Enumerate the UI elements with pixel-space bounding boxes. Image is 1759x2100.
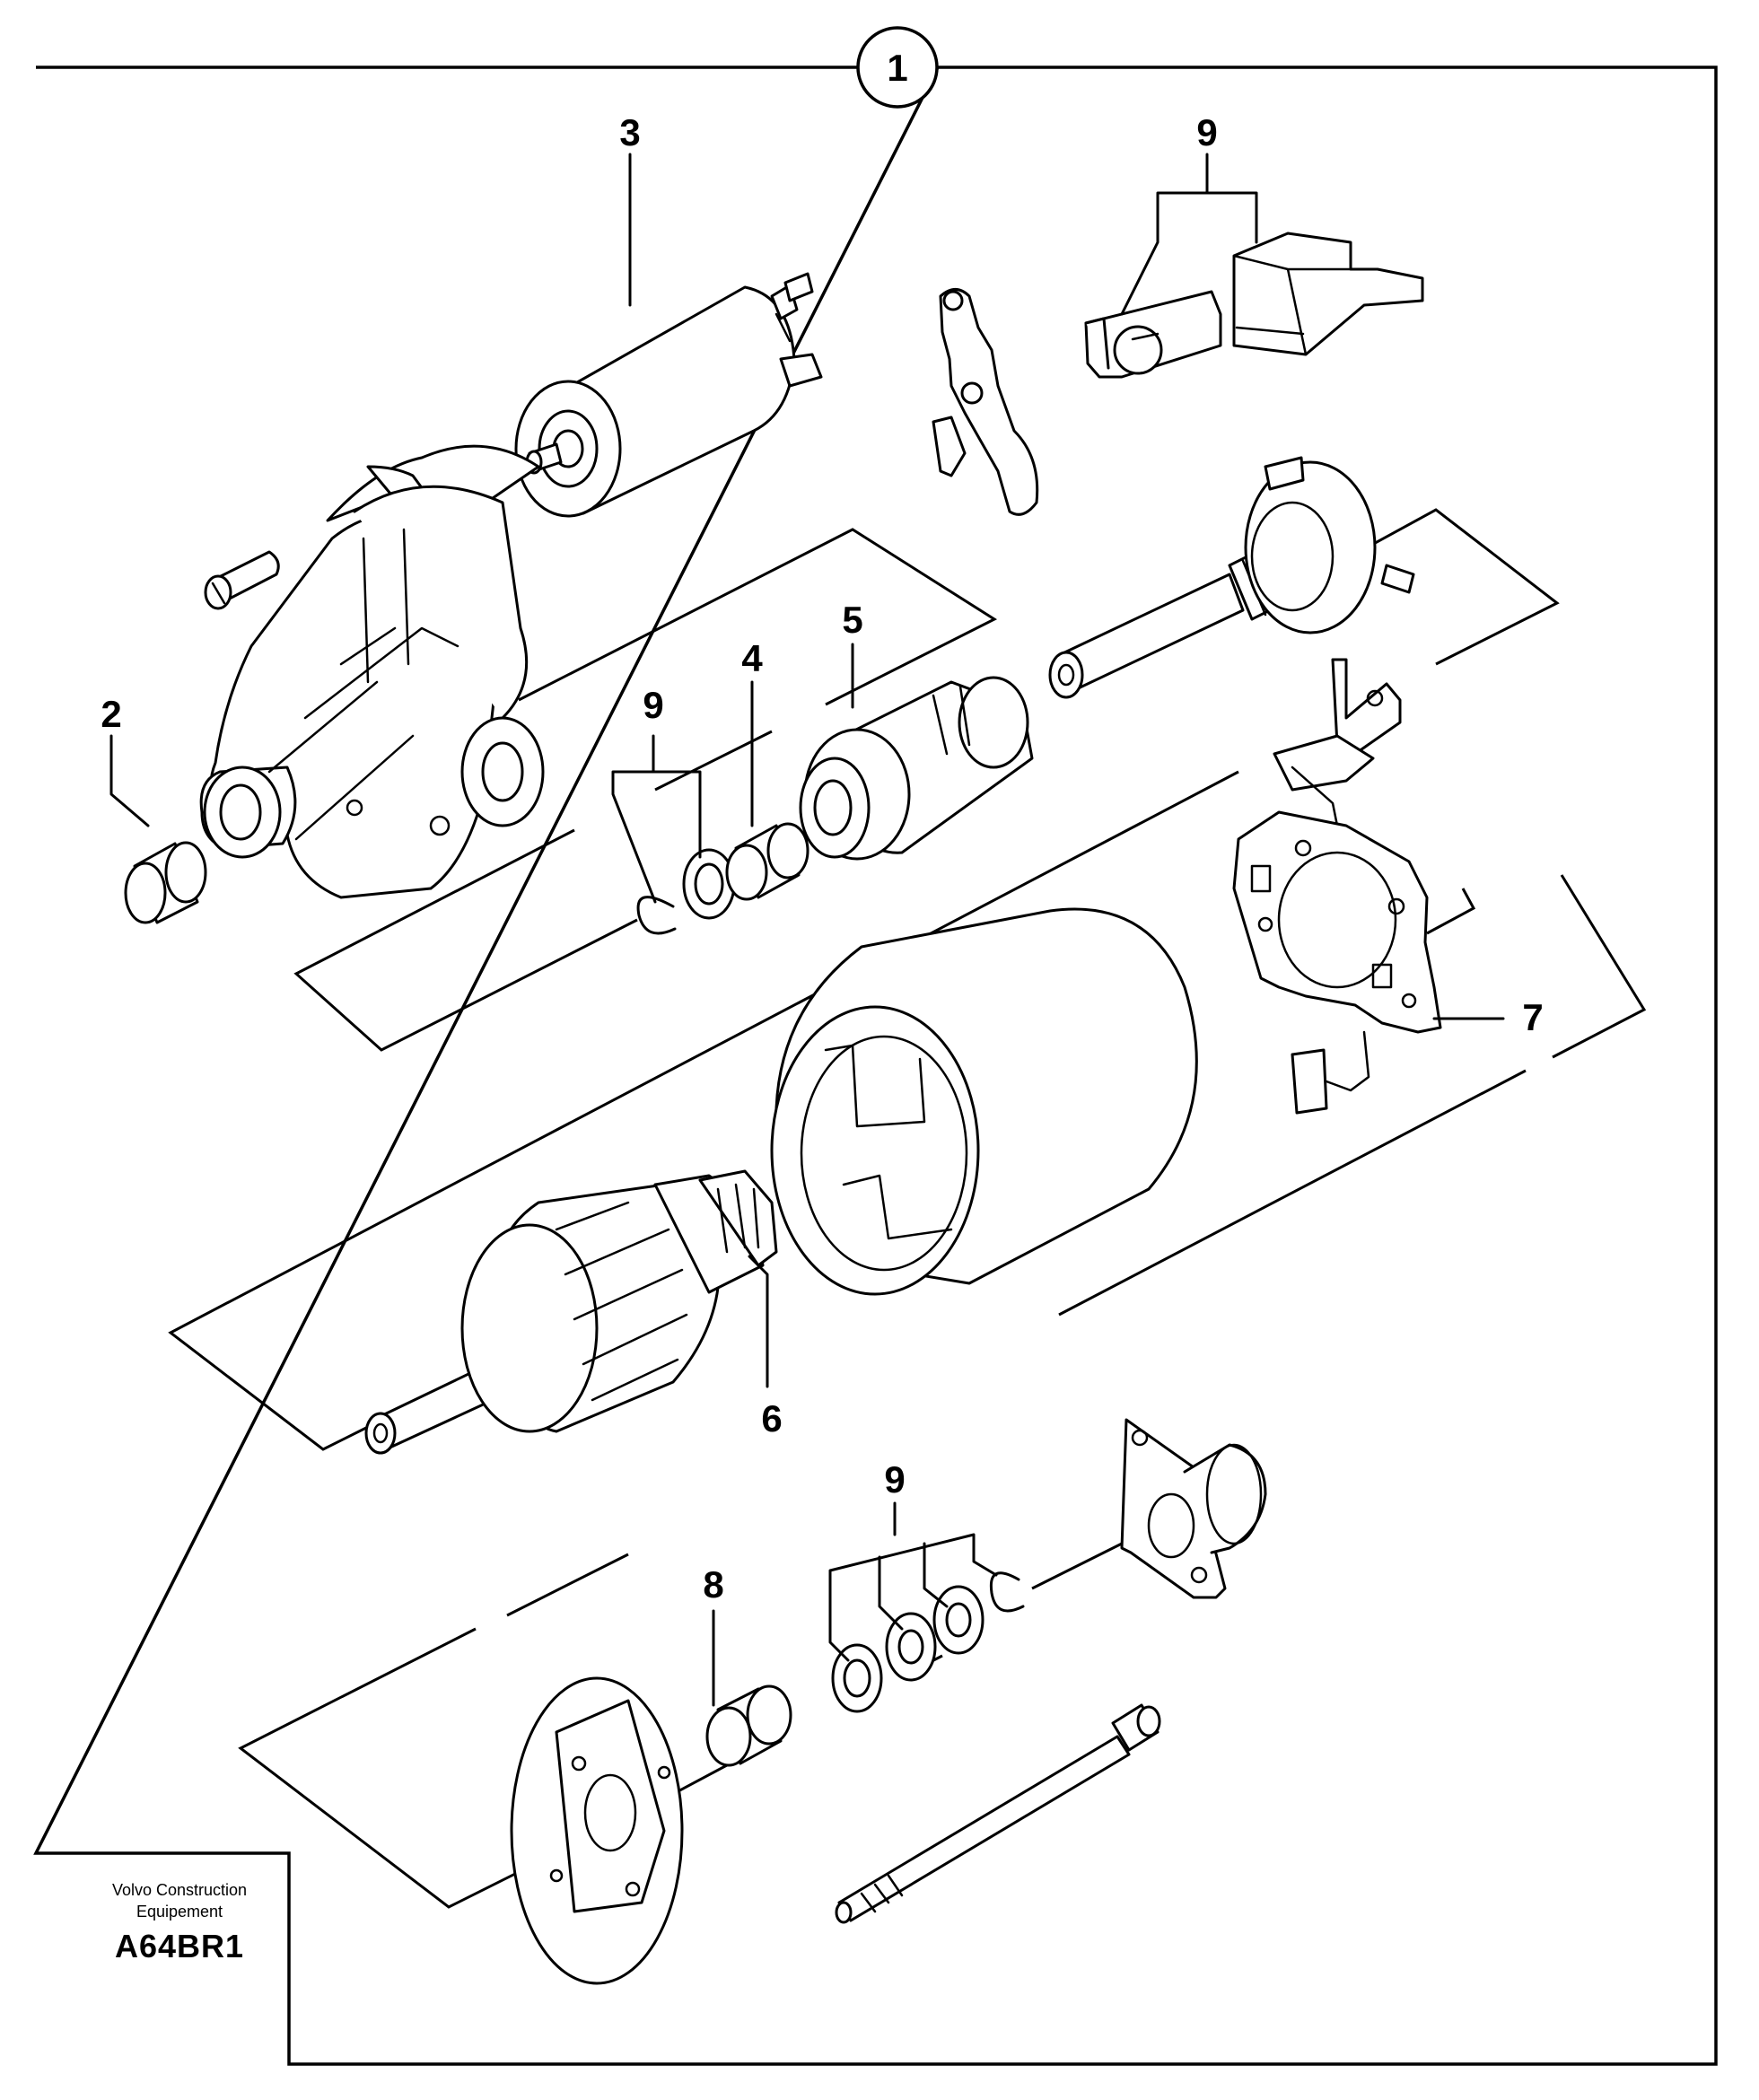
outer-frame <box>33 66 1718 2066</box>
callout-8: 8 <box>703 1563 723 1606</box>
maker-name-line2: Equipement <box>136 1903 223 1921</box>
callout-4: 4 <box>741 637 763 679</box>
callout-7: 7 <box>1522 996 1543 1038</box>
bushing-part-4 <box>725 822 809 901</box>
solenoid-part-3 <box>514 272 823 518</box>
through-bolt <box>835 1703 1161 1924</box>
pinion-part-5 <box>799 676 1034 861</box>
terminal-strap <box>1273 658 1402 827</box>
maker-name-line1: Volvo Construction <box>111 1881 248 1899</box>
brush-holder-part-7 <box>1232 810 1442 1115</box>
group-bracket-shaft <box>1350 508 1560 666</box>
bushing-part-8 <box>705 1684 792 1767</box>
leader-lines <box>109 153 1505 1707</box>
callout-9-top: 9 <box>1196 111 1217 153</box>
callout-2: 2 <box>101 693 121 735</box>
armature-part-6 <box>364 1169 778 1455</box>
assembly-callout: 1 <box>856 26 939 109</box>
assembly-callout-label: 1 <box>887 47 907 89</box>
callout-9-mid: 9 <box>643 684 663 726</box>
bushing-part-2 <box>124 841 207 924</box>
field-housing <box>770 907 1198 1296</box>
callout-9-bottom: 9 <box>884 1458 905 1501</box>
shift-lever <box>932 288 1039 516</box>
drive-end-housing <box>199 444 545 899</box>
callout-3: 3 <box>619 111 640 153</box>
housing-screw <box>204 550 280 610</box>
output-shaft <box>1048 456 1415 699</box>
ring-parts-9-mid <box>636 848 736 935</box>
callout-6: 6 <box>761 1397 782 1439</box>
group-bracket-housing <box>168 770 1647 1451</box>
end-bearing-flange <box>1120 1418 1267 1599</box>
callout-5: 5 <box>842 599 862 641</box>
brush-parts-9-top <box>1084 232 1424 379</box>
drawing-code: A64BR1 <box>114 1928 245 1964</box>
washer-parts-9-bottom <box>831 1571 1025 1713</box>
end-cap <box>510 1676 684 1985</box>
